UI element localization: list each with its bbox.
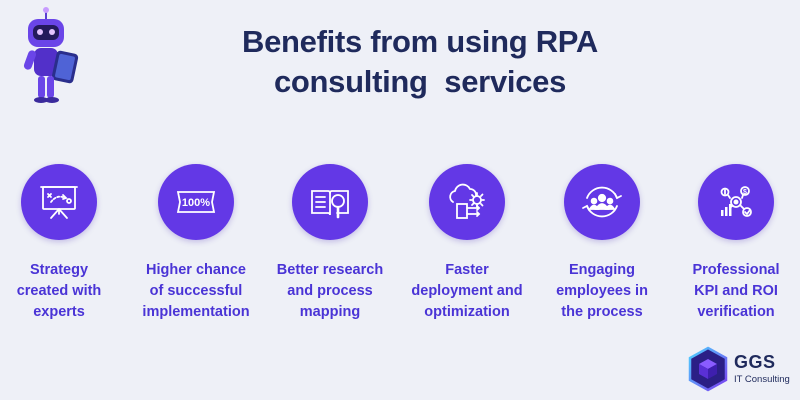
cloud-deploy-icon xyxy=(449,183,485,219)
kpi-roi-icon: $ xyxy=(720,186,752,217)
benefit-label-line: Engaging xyxy=(568,262,636,278)
benefit-icon-circle: $ xyxy=(698,164,774,240)
benefit-label-line: implementation xyxy=(142,304,250,320)
robot-mascot-icon xyxy=(23,7,79,103)
title-line-1: Benefits from using RPA xyxy=(242,24,598,59)
benefit-strategy: Strategy created with experts xyxy=(0,164,122,323)
benefit-label: Faster deployment and optimization xyxy=(404,260,530,323)
benefit-label-line: created with xyxy=(16,283,102,299)
benefit-label-line: optimization xyxy=(424,304,510,320)
benefit-label: Professional KPI and ROI verification xyxy=(673,260,799,323)
benefit-label-line: Strategy xyxy=(29,262,89,278)
team-cycle-icon xyxy=(582,186,622,218)
benefit-label-line: of successful xyxy=(149,283,243,299)
svg-text:$: $ xyxy=(743,189,747,196)
svg-text:100%: 100% xyxy=(182,197,210,209)
company-logo: GGS IT Consulting xyxy=(686,346,796,392)
hexagon-cube-logo-icon xyxy=(688,346,728,392)
benefit-label: Engaging employees in the process xyxy=(539,260,665,323)
benefit-label-line: and process xyxy=(287,283,373,299)
benefit-label-line: the process xyxy=(561,304,643,320)
benefit-label-line: verification xyxy=(697,304,775,320)
benefit-label-line: Faster xyxy=(445,262,489,278)
benefit-icon-circle xyxy=(429,164,505,240)
strategy-board-icon xyxy=(40,186,78,219)
benefit-engagement: Engaging employees in the process xyxy=(539,164,665,323)
benefit-label-line: deployment and xyxy=(411,283,523,299)
benefit-label-line: Professional xyxy=(692,262,780,278)
benefit-label-line: employees in xyxy=(556,283,648,299)
logo-subtitle: IT Consulting xyxy=(734,374,790,385)
benefit-deployment: Faster deployment and optimization xyxy=(404,164,530,323)
benefit-label-line: experts xyxy=(33,304,85,320)
benefit-research: Better research and process mapping xyxy=(267,164,393,323)
benefit-label-line: KPI and ROI xyxy=(694,283,778,299)
benefit-icon-circle xyxy=(564,164,640,240)
benefit-label: Higher chance of successful implementati… xyxy=(133,260,259,323)
page-title: Benefits from using RPA consulting servi… xyxy=(200,22,640,102)
benefit-label-line: Higher chance xyxy=(146,262,246,278)
book-magnifier-icon xyxy=(311,190,349,219)
benefit-icon-circle xyxy=(292,164,368,240)
benefit-icon-circle xyxy=(21,164,97,240)
benefit-label: Strategy created with experts xyxy=(0,260,122,323)
benefit-label-line: mapping xyxy=(299,304,361,320)
benefit-label-line: Better research xyxy=(276,262,384,278)
benefit-label: Better research and process mapping xyxy=(267,260,393,323)
title-line-2: consulting services xyxy=(273,64,567,99)
benefit-kpi-roi: $ Professional KPI and ROI verification xyxy=(673,164,799,323)
benefit-icon-circle: 100% xyxy=(158,164,234,240)
hundred-percent-icon: 100% xyxy=(176,191,216,213)
logo-name: GGS xyxy=(734,352,776,372)
benefit-success: 100% Higher chance of successful impleme… xyxy=(133,164,259,323)
